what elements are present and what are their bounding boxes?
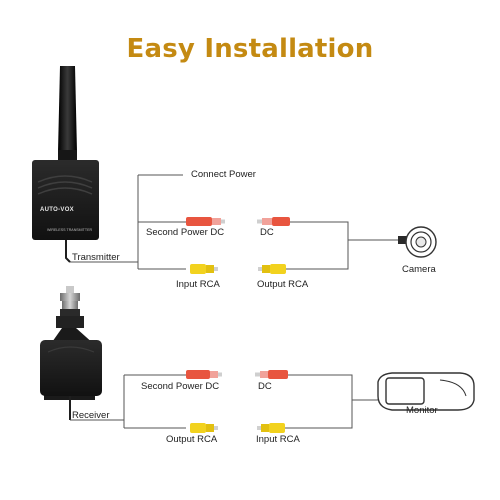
rx-second-power-dc-label: Second Power DC [141,381,220,392]
transmitter-device [32,66,99,263]
connect-power-label: Connect Power [191,169,256,180]
monitor-device [377,372,475,411]
rx-output-rca-plug [190,423,218,433]
transmitter-brand-label: AUTO-VOX [40,207,74,213]
rx-output-rca-label: Output RCA [166,434,218,445]
transmitter-wiring [70,174,408,270]
tx-output-rca-plug [258,264,286,274]
receiver-label: Receiver [72,410,110,421]
page-title: Easy Installation [126,34,374,64]
transmitter-label: Transmitter [72,252,120,263]
tx-dc-jack [257,217,290,226]
transmitter-sub-label: WIRELESS TRANSMITTER [47,228,93,232]
rx-dc-label: DC [258,381,272,392]
rx-input-rca-label: Input RCA [256,434,300,445]
transmitter-body [32,160,99,240]
monitor-label: Monitor [406,405,438,416]
tx-dc-label: DC [260,227,274,238]
receiver-body [40,340,102,396]
tx-input-rca-plug [190,264,218,274]
antenna [58,66,77,152]
tx-second-power-dc-label: Second Power DC [146,227,225,238]
receiver-wiring [70,374,378,429]
tx-second-power-dc-plug [186,217,225,226]
tx-output-rca-label: Output RCA [257,279,309,290]
rx-second-power-dc-plug [186,370,222,379]
camera-device [398,226,437,258]
rx-dc-jack [255,370,288,379]
rx-input-rca-plug [257,423,285,433]
camera-label: Camera [402,264,436,275]
tx-input-rca-label: Input RCA [176,279,220,290]
receiver-device [40,286,102,420]
